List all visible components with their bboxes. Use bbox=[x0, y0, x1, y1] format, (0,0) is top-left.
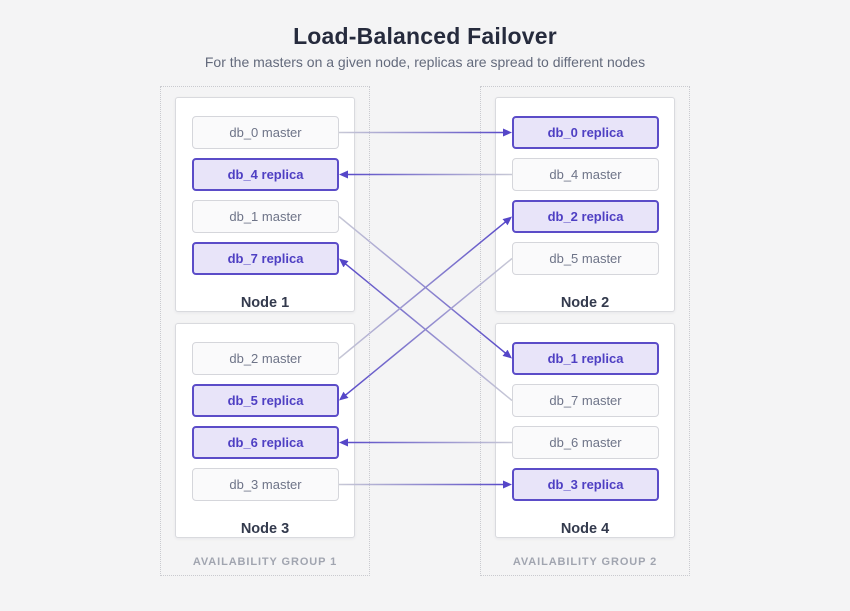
availability-group-1: db_0 master db_4 replica db_1 master db_… bbox=[160, 86, 370, 576]
node-2-box: db_0 replica db_4 master db_2 replica db… bbox=[495, 97, 675, 312]
node-4-label: Node 4 bbox=[560, 521, 610, 537]
db-item: db_1 master bbox=[192, 200, 339, 233]
node-3-box: db_2 master db_5 replica db_6 replica db… bbox=[175, 323, 355, 538]
db-item: db_0 master bbox=[192, 116, 339, 149]
page-subtitle: For the masters on a given node, replica… bbox=[204, 54, 646, 70]
db-item: db_4 master bbox=[512, 158, 659, 191]
db-item: db_2 replica bbox=[512, 200, 659, 233]
db-item: db_6 master bbox=[512, 426, 659, 459]
db-item: db_3 replica bbox=[512, 468, 659, 501]
node-1-label: Node 1 bbox=[240, 295, 290, 311]
db-item: db_5 master bbox=[512, 242, 659, 275]
db-item: db_7 replica bbox=[192, 242, 339, 275]
db-item: db_7 master bbox=[512, 384, 659, 417]
db-item: db_6 replica bbox=[192, 426, 339, 459]
node-4-box: db_1 replica db_7 master db_6 master db_… bbox=[495, 323, 675, 538]
availability-group-2: db_0 replica db_4 master db_2 replica db… bbox=[480, 86, 690, 576]
db-item: db_4 replica bbox=[192, 158, 339, 191]
db-item: db_1 replica bbox=[512, 342, 659, 375]
db-item: db_0 replica bbox=[512, 116, 659, 149]
availability-group-2-label: AVAILABILITY GROUP 2 bbox=[512, 556, 658, 568]
node-3-label: Node 3 bbox=[240, 521, 290, 537]
availability-group-1-label: AVAILABILITY GROUP 1 bbox=[192, 556, 338, 568]
db-item: db_2 master bbox=[192, 342, 339, 375]
node-2-label: Node 2 bbox=[560, 295, 610, 311]
db-item: db_3 master bbox=[192, 468, 339, 501]
db-item: db_5 replica bbox=[192, 384, 339, 417]
page-title: Load-Balanced Failover bbox=[293, 23, 557, 49]
node-1-box: db_0 master db_4 replica db_1 master db_… bbox=[175, 97, 355, 312]
